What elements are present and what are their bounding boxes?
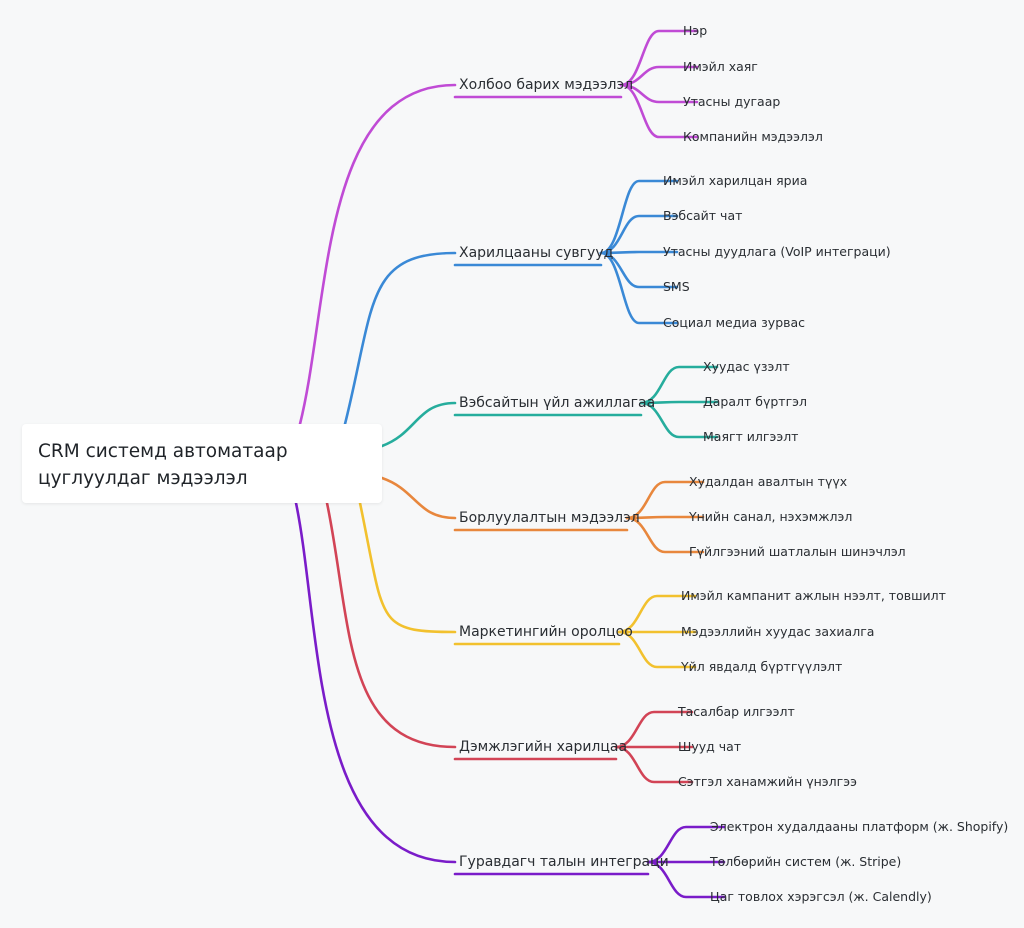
leaf-label[interactable]: Хуудас үзэлт	[703, 359, 790, 374]
leaf-label[interactable]: Имэйл хаяг	[683, 59, 758, 74]
leaf-label[interactable]: Компанийн мэдээлэл	[683, 129, 823, 144]
leaf-label[interactable]: Цаг товлох хэрэгсэл (ж. Calendly)	[710, 889, 932, 904]
connector-lines	[294, 29, 726, 899]
leaf-label[interactable]: Худалдан авалтын түүх	[689, 474, 848, 489]
leaf-label[interactable]: Даралт бүртгэл	[703, 394, 808, 409]
branch-label[interactable]: Гуравдагч талын интеграци	[459, 854, 669, 870]
leaf-label[interactable]: Утасны дуудлага (VoIP интеграци)	[663, 244, 891, 259]
leaf-label[interactable]: Имэйл кампанит ажлын нээлт, товшилт	[681, 588, 946, 603]
branch-connector	[380, 401, 457, 448]
leaf-label[interactable]: Электрон худалдааны платформ (ж. Shopify…	[710, 819, 1009, 834]
leaf-connector	[646, 860, 726, 899]
leaf-label[interactable]: Төлбөрийн систем (ж. Stripe)	[710, 854, 902, 869]
branch-connector	[294, 501, 457, 864]
leaf-label[interactable]: Маягт илгээлт	[703, 429, 799, 444]
leaf-connector	[599, 251, 679, 325]
leaf-label[interactable]: Үнийн санал, нэхэмжлэл	[689, 509, 853, 524]
leaf-connector	[614, 745, 694, 784]
leaf-label[interactable]: Имэйл харилцан яриа	[663, 173, 808, 188]
branch-connector	[343, 251, 457, 426]
leaf-label[interactable]: Мэдээллийн хуудас захиалга	[681, 624, 875, 639]
leaf-label[interactable]: Утасны дугаар	[683, 94, 781, 109]
leaf-connector	[619, 83, 699, 139]
branch-connector	[358, 501, 457, 634]
leaf-connector	[619, 29, 699, 87]
leaf-label[interactable]: Үйл явдалд бүртгүүлэлт	[681, 659, 843, 674]
branch-label[interactable]: Борлуулалтын мэдээлэл	[459, 510, 640, 526]
leaf-label[interactable]: SMS	[663, 279, 690, 294]
branch-label[interactable]: Харилцааны сувгууд	[459, 245, 614, 261]
leaf-label[interactable]: Гүйлгээний шатлалын шинэчлэл	[689, 544, 906, 559]
leaf-connector	[599, 179, 679, 255]
root-node-text: CRM системд автоматаар цуглуулдаг мэдээл…	[38, 441, 288, 489]
branch-connector	[325, 501, 457, 749]
branch-label[interactable]: Дэмжлэгийн харилцаа	[459, 739, 628, 755]
leaf-label[interactable]: Социал медиа зурвас	[663, 315, 806, 330]
leaf-label[interactable]: Вэбсайт чат	[663, 208, 743, 223]
leaf-connector	[639, 401, 719, 439]
branch-connector	[298, 83, 457, 426]
leaf-label[interactable]: Сэтгэл ханамжийн үнэлгээ	[678, 774, 857, 789]
root-node[interactable]: CRM системд автоматаар цуглуулдаг мэдээл…	[22, 424, 382, 503]
leaf-label[interactable]: Нэр	[683, 23, 708, 38]
branch-label[interactable]: Холбоо барих мэдээлэл	[459, 77, 634, 93]
branch-label[interactable]: Маркетингийн оролцоо	[459, 624, 633, 640]
leaf-label[interactable]: Шууд чат	[678, 739, 742, 754]
leaf-label[interactable]: Тасалбар илгээлт	[678, 704, 795, 719]
branch-label[interactable]: Вэбсайтын үйл ажиллагаа	[459, 395, 656, 411]
leaf-connector	[625, 516, 705, 554]
branch-connector	[380, 476, 457, 520]
leaf-connector	[617, 630, 697, 669]
